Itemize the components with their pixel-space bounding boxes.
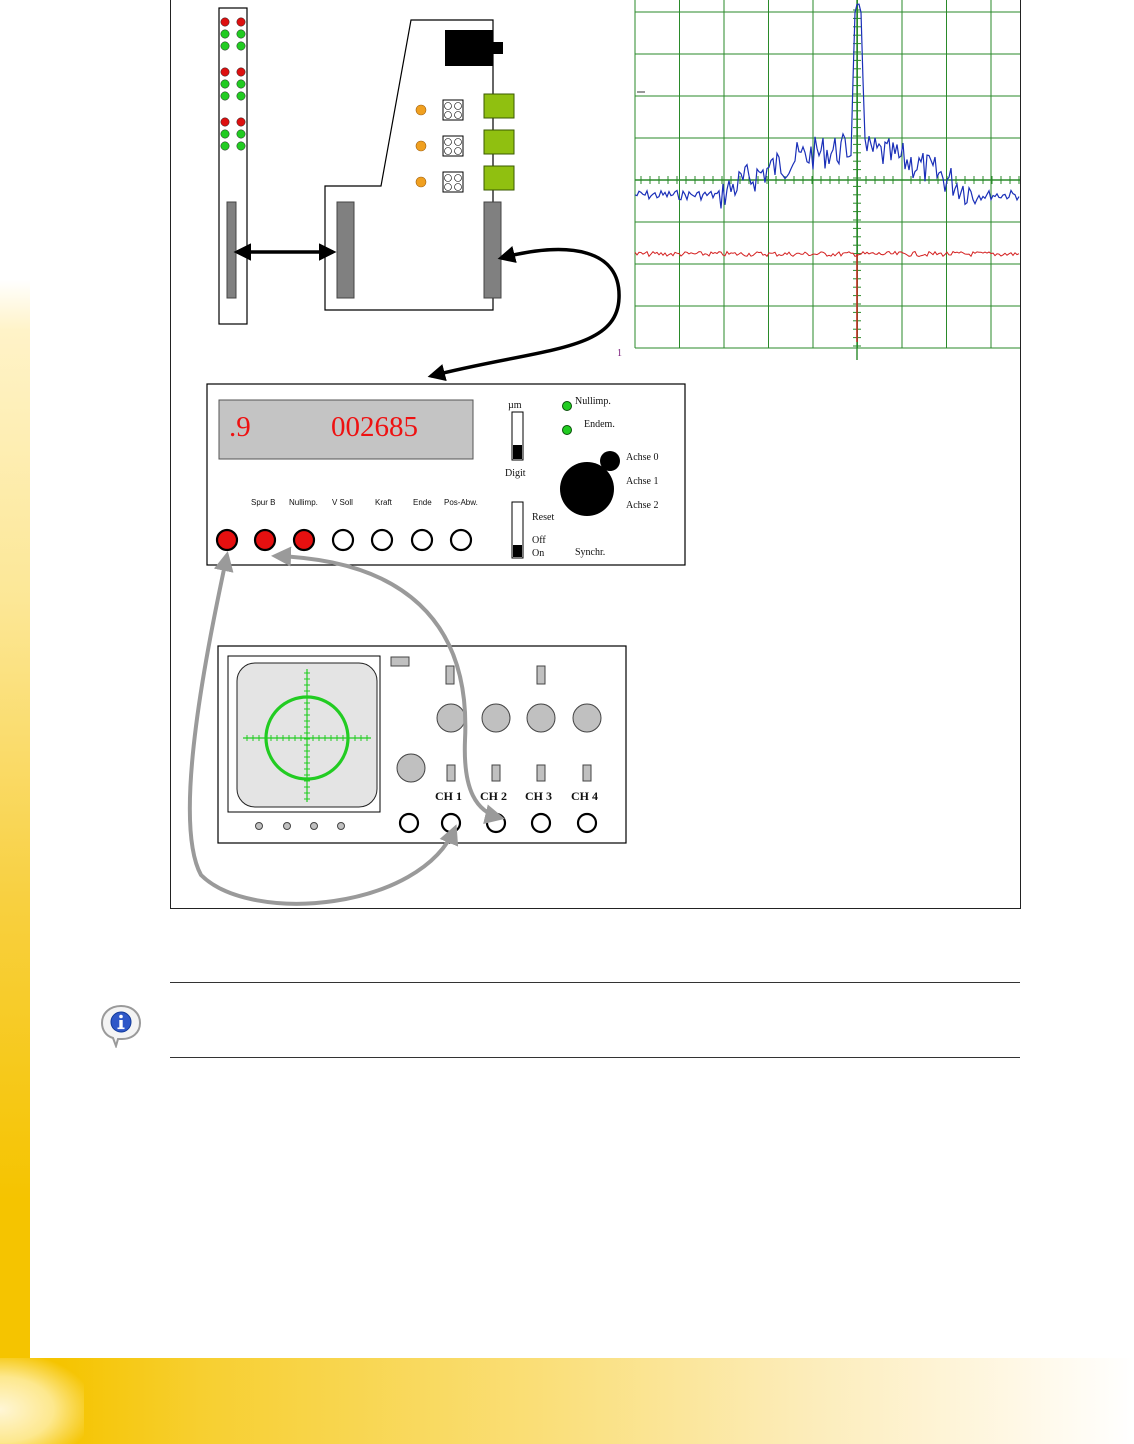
switch-on-label: On	[532, 548, 544, 559]
led-nullimp-label: Nullimp.	[575, 396, 611, 407]
measurement-setup-diagram: 1 .9 002685 µm Digit Reset Off On Nullim…	[170, 0, 1021, 909]
counter-socket-1[interactable]	[217, 530, 237, 550]
strip-led-2-2-1	[237, 142, 245, 150]
ch2-coupling-switch[interactable]	[492, 765, 500, 781]
ch4-volts-knob[interactable]	[573, 704, 601, 732]
strip-led-1-1-0	[221, 80, 229, 88]
switch-off-label: Off	[532, 535, 546, 546]
scope-trigger-input[interactable]	[400, 814, 418, 832]
counter-socket-5[interactable]	[372, 530, 392, 550]
plot-channel-marker: 1	[617, 348, 622, 359]
scope-front-dot-3[interactable]	[311, 823, 318, 830]
led-endem	[563, 426, 572, 435]
card-terminal-block-1	[484, 130, 514, 154]
note-divider-top	[170, 982, 1020, 983]
bottom-decorative-bar	[0, 1358, 1134, 1444]
scope-slider-2[interactable]	[537, 666, 545, 684]
socket-label-ende: Ende	[413, 498, 432, 507]
scope-trace-plot: 1	[617, 0, 1020, 360]
strip-led-0-2-1	[237, 42, 245, 50]
strip-led-0-1-1	[237, 30, 245, 38]
card-terminal-block-0	[484, 94, 514, 118]
card-indicator-1	[416, 141, 426, 151]
lcd-left-value: .9	[229, 411, 251, 443]
plot-grid	[635, 0, 1020, 360]
scope-front-dot-1[interactable]	[256, 823, 263, 830]
strip-led-0-0-1	[237, 18, 245, 26]
ch4-label: CH 4	[571, 789, 598, 803]
ch1-coupling-switch[interactable]	[447, 765, 455, 781]
card-left-connector	[337, 202, 354, 298]
card-chip-icon-2	[443, 172, 463, 192]
ch3-label: CH 3	[525, 789, 552, 803]
strip-led-2-0-0	[221, 118, 229, 126]
interface-card	[325, 20, 514, 310]
strip-led-1-0-1	[237, 68, 245, 76]
socket-label-v-soll: V Soll	[332, 498, 353, 507]
scope-front-dot-4[interactable]	[338, 823, 345, 830]
strip-connector	[227, 202, 236, 298]
card-chip-icon-1	[443, 136, 463, 156]
ch1-label: CH 1	[435, 789, 462, 803]
left-decorative-bar	[0, 0, 30, 1444]
card-indicator-2	[416, 177, 426, 187]
switch-top-label-um: µm	[508, 400, 522, 411]
card-chip-icon-0	[443, 100, 463, 120]
ch1-input-socket[interactable]	[442, 814, 460, 832]
socket-label-kraft: Kraft	[375, 498, 393, 507]
diagram-canvas: 1 .9 002685 µm Digit Reset Off On Nullim…	[171, 0, 1020, 908]
strip-led-1-2-0	[221, 92, 229, 100]
oscilloscope-unit: CH 1 CH 2 CH 3 CH 4	[218, 646, 626, 843]
card-terminal-block-2	[484, 166, 514, 190]
ch2-volts-knob[interactable]	[482, 704, 510, 732]
card-indicator-0	[416, 105, 426, 115]
lcd-right-value: 002685	[331, 411, 418, 443]
synchr-label: Synchr.	[575, 547, 605, 558]
ch3-input-socket[interactable]	[532, 814, 550, 832]
scope-power-switch[interactable]	[391, 657, 409, 666]
knob-position-achse-2: Achse 2	[626, 500, 659, 511]
strip-led-2-2-0	[221, 142, 229, 150]
ch3-volts-knob[interactable]	[527, 704, 555, 732]
switch-top-label-digit: Digit	[505, 468, 526, 479]
ch3-coupling-switch[interactable]	[537, 765, 545, 781]
strip-led-0-2-0	[221, 42, 229, 50]
socket-label-pos-abw: Pos-Abw.	[444, 498, 478, 507]
led-endem-label: Endem.	[584, 419, 615, 430]
knob-position-achse-0: Achse 0	[626, 452, 659, 463]
strip-led-2-0-1	[237, 118, 245, 126]
led-nullimp	[563, 402, 572, 411]
counter-socket-7[interactable]	[451, 530, 471, 550]
bottom-left-corner-glow	[0, 1358, 84, 1444]
counter-socket-2[interactable]	[255, 530, 275, 550]
note-divider-bottom	[170, 1057, 1020, 1058]
strip-led-0-1-0	[221, 30, 229, 38]
ch4-input-socket[interactable]	[578, 814, 596, 832]
info-note-text	[180, 1005, 1010, 1045]
socket-label-spur-b: Spur B	[251, 498, 275, 507]
knob-position-achse-1: Achse 1	[626, 476, 659, 487]
strip-led-2-1-1	[237, 130, 245, 138]
ch4-coupling-switch[interactable]	[583, 765, 591, 781]
ch1-volts-knob[interactable]	[437, 704, 465, 732]
counter-unit: .9 002685 µm Digit Reset Off On Nullimp.…	[207, 384, 685, 565]
scope-slider-1[interactable]	[446, 666, 454, 684]
strip-led-0-0-0	[221, 18, 229, 26]
card-right-connector	[484, 202, 501, 298]
counter-socket-6[interactable]	[412, 530, 432, 550]
scope-front-dot-2[interactable]	[284, 823, 291, 830]
scope-focus-knob[interactable]	[397, 754, 425, 782]
counter-socket-3[interactable]	[294, 530, 314, 550]
strip-led-1-1-1	[237, 80, 245, 88]
counter-socket-4[interactable]	[333, 530, 353, 550]
strip-led-2-1-0	[221, 130, 229, 138]
socket-label-nullimp: Nullimp.	[289, 498, 318, 507]
switch-reset-label: Reset	[532, 512, 554, 523]
info-icon	[98, 1002, 144, 1048]
strip-led-1-0-0	[221, 68, 229, 76]
strip-led-1-2-1	[237, 92, 245, 100]
ch2-label: CH 2	[480, 789, 507, 803]
power-jack-icon	[445, 30, 493, 66]
led-strip-module	[219, 8, 247, 324]
